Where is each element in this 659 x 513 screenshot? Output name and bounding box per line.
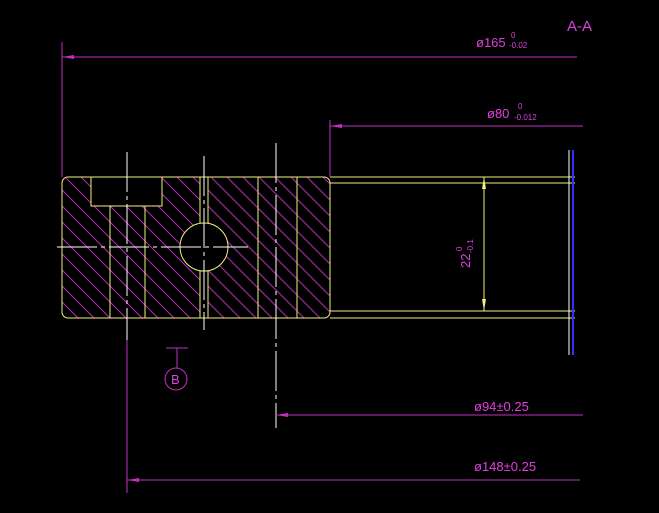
shaft-end-edge [568,150,574,355]
height-upper: 0 [455,246,464,251]
dim-outer-diameter: ø165 0 -0.02 [61,31,577,177]
arrow-down-icon [482,299,486,311]
centerlines [57,143,277,428]
hatch-line [208,253,273,318]
hatch-line [208,269,257,318]
arrow-left-icon [127,478,139,482]
hatch-line [160,177,200,318]
section-marker: B [164,347,188,391]
arrow-left-icon [62,55,74,59]
hatch-line [274,177,330,233]
hatch-line [62,177,127,318]
hatch-line [62,177,95,318]
height-lower: -0.1 [466,239,475,253]
hatch-line [290,177,330,217]
bolt-circle-small-value: ø94±0.25 [474,399,529,414]
hatch-line [306,177,330,201]
hatch-line [208,189,330,313]
inner-dia-value: ø80 [487,106,509,121]
inner-dia-upper: 0 [518,102,523,111]
hatch-line [210,177,330,297]
section-marker-circle [164,367,188,391]
hatch-line [144,177,200,318]
outer-dia-value: ø165 [476,35,506,50]
hatch-line [322,177,330,185]
dim-bolt-circle-large: ø148±0.25 [126,340,580,493]
outer-dia-lower: -0.02 [509,41,528,50]
height-value: 22 [458,254,473,268]
section-marker-label: B [171,372,180,387]
hatch-line [242,177,330,265]
bolt-circle-large-value: ø148±0.25 [474,459,536,474]
hatch-line [62,177,63,318]
dim-bolt-circle-small: ø94±0.25 [276,399,583,417]
arrow-left-icon [330,124,342,128]
dim-inner-diameter: ø80 0 -0.012 [329,102,583,177]
outer-dia-upper: 0 [511,31,516,40]
hatch-line [62,177,111,318]
dim-height: 22 0 -0.1 [455,177,486,311]
arrow-left-icon [276,413,288,417]
arrow-up-icon [482,177,486,189]
view-label: A-A [567,18,592,35]
hatch-line [208,285,241,318]
inner-dia-lower: -0.012 [514,113,537,122]
